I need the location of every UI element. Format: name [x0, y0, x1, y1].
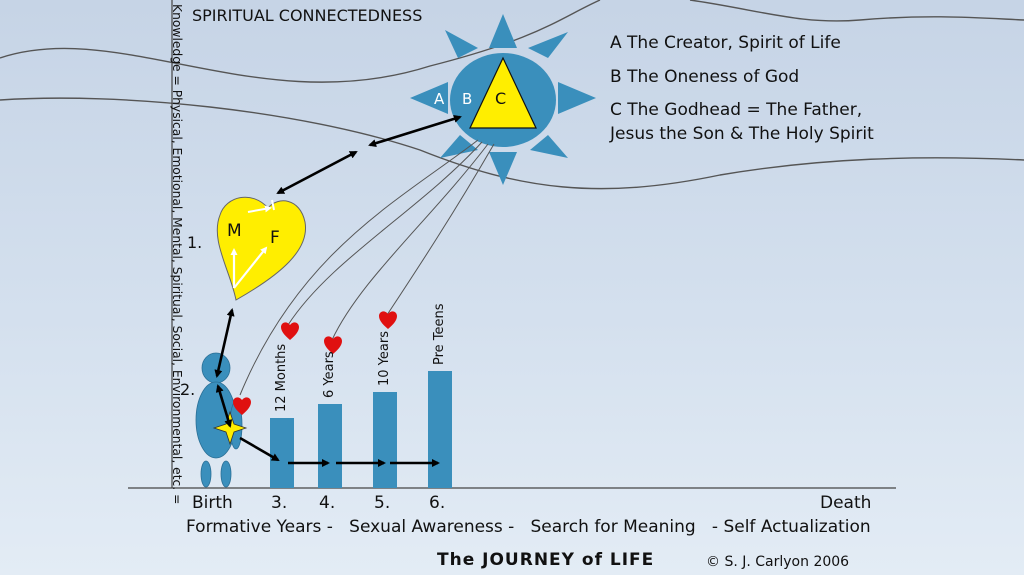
sun-symbol: A B C — [410, 14, 596, 185]
x-label-birth: Birth — [192, 493, 233, 513]
heart-icon — [281, 322, 299, 340]
bar-label-2: 6 Years — [322, 351, 337, 398]
legend-c-line2: Jesus the Son & The Holy Spirit — [610, 124, 874, 144]
family-heart: M F — [217, 197, 305, 300]
copyright: © S. J. Carlyon 2006 — [706, 554, 849, 570]
connectedness-curve-3 — [690, 0, 1024, 21]
x-label-3: 3. — [271, 493, 287, 513]
x-label-4: 4. — [319, 493, 335, 513]
marker-one: 1. — [187, 233, 202, 252]
sun-ray — [489, 14, 517, 48]
legend-c-line1: C The Godhead = The Father, — [610, 100, 862, 120]
sun-ray — [530, 135, 568, 158]
diagram-title: SPIRITUAL CONNECTEDNESS — [192, 6, 422, 25]
heart-icon — [379, 311, 397, 329]
person-leg — [201, 461, 211, 487]
x-label-death: Death — [820, 493, 871, 513]
growth-bars — [270, 371, 452, 488]
bar-label-1: 12 Months — [274, 344, 289, 412]
bar-3 — [373, 392, 397, 488]
small-hearts — [233, 311, 397, 415]
heart-label-m: M — [227, 221, 242, 241]
bar-label-4: Pre Teens — [432, 303, 447, 365]
heart-label-f: F — [270, 228, 280, 248]
sun-ray — [558, 82, 596, 114]
bar-2 — [318, 404, 342, 488]
heart-sun-arrow — [278, 152, 356, 193]
x-label-5: 5. — [374, 493, 390, 513]
sun-label-c: C — [495, 89, 506, 108]
y-axis-label: Knowledge = Physical, Emotional, Mental,… — [170, 4, 184, 504]
bar-4 — [428, 371, 452, 488]
footer-title: The JOURNEY of LIFE — [437, 550, 654, 570]
sun-label-b: B — [462, 90, 472, 108]
person-leg — [221, 461, 231, 487]
x-label-6: 6. — [429, 493, 445, 513]
legend-a: A The Creator, Spirit of Life — [610, 33, 841, 53]
sun-ray — [528, 32, 568, 58]
marker-two: 2. — [180, 380, 195, 399]
sun-label-a: A — [434, 90, 445, 108]
bar-label-3: 10 Years — [377, 331, 392, 386]
person-head — [202, 353, 230, 383]
bar-1 — [270, 418, 294, 488]
legend-b: B The Oneness of God — [610, 67, 799, 87]
life-stages: Formative Years - Sexual Awareness - Sea… — [186, 517, 871, 537]
sun-ray — [489, 152, 517, 185]
person-figure — [196, 353, 242, 487]
band-sun-arrow — [370, 117, 460, 145]
